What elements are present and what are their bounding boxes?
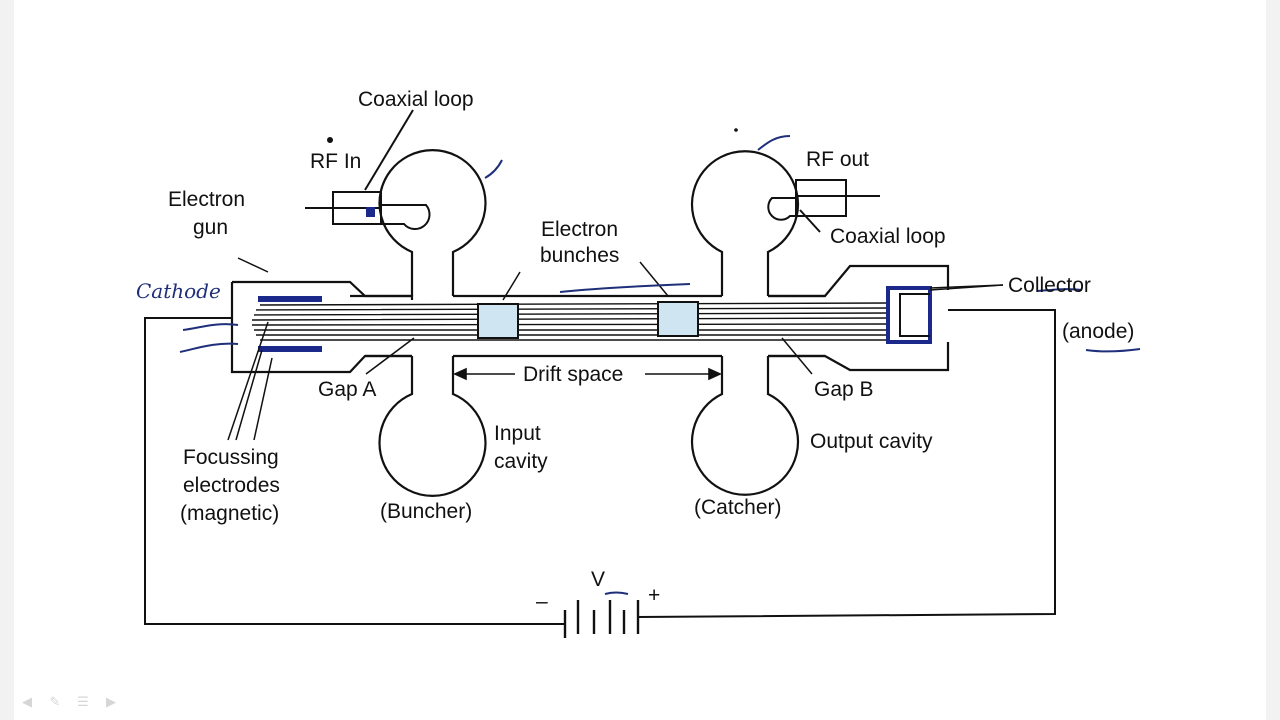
gap-a-label: Gap A — [318, 378, 376, 401]
collector-label: Collector — [1008, 274, 1091, 297]
magnetic-label: (magnetic) — [180, 502, 279, 525]
focussing-electrode-bottom — [258, 346, 322, 352]
leader-lines — [227, 257, 1004, 441]
input-cavity-label-2: cavity — [494, 450, 548, 473]
input-cavity-label-1: Input — [494, 422, 541, 445]
voltage-label: V — [591, 568, 605, 591]
coaxial-loop-in-label: Coaxial loop — [358, 88, 474, 111]
buncher-label: (Buncher) — [380, 500, 472, 523]
menu-icon[interactable]: ☰ — [77, 695, 89, 710]
drift-tube — [350, 264, 950, 372]
next-icon[interactable]: ▶ — [106, 695, 116, 710]
electron-bunch-2 — [657, 301, 699, 337]
pen-icon[interactable]: ✎ — [49, 695, 61, 710]
output-cavity-top — [690, 150, 800, 296]
collector — [886, 286, 932, 344]
drift-space-label: Drift space — [523, 363, 623, 386]
coaxial-loop-out-label: Coaxial loop — [830, 225, 946, 248]
slideshow-toolbar: ◀ ✎ ☰ ▶ — [20, 694, 118, 712]
battery — [563, 600, 640, 638]
handwritten-marks — [179, 135, 1141, 595]
output-cavity-bottom — [690, 356, 800, 496]
minus-sign: – — [536, 590, 548, 613]
electron-beam — [251, 302, 891, 341]
anode-label: (anode) — [1062, 320, 1134, 343]
electron-bunches-label-2: bunches — [540, 244, 619, 267]
focussing-label: Focussing — [183, 446, 279, 469]
electron-gun-label-1: Electron — [168, 188, 245, 211]
electron-bunches-label-1: Electron — [541, 218, 618, 241]
rf-in-label: RF In — [310, 150, 361, 173]
left-margin — [0, 0, 14, 720]
electron-gun-label-2: gun — [193, 216, 228, 239]
right-margin — [1266, 0, 1280, 720]
electrodes-label: electrodes — [183, 474, 280, 497]
input-cavity-bottom — [378, 356, 487, 497]
stray-dot — [327, 137, 333, 143]
coupling-probe-input — [366, 207, 375, 217]
coaxial-loop-output — [767, 179, 880, 233]
output-cavity-label: Output cavity — [810, 430, 933, 453]
electron-bunch-1 — [477, 303, 519, 339]
gap-b-label: Gap B — [814, 378, 874, 401]
focussing-electrode-top — [258, 296, 322, 302]
stray-dot — [734, 128, 738, 132]
rf-out-label: RF out — [806, 148, 869, 171]
cathode-handwritten-label: Cathode — [136, 279, 221, 303]
drift-space-arrow — [453, 367, 722, 381]
plus-sign: + — [648, 584, 660, 607]
catcher-label: (Catcher) — [694, 496, 782, 519]
prev-icon[interactable]: ◀ — [22, 695, 32, 710]
power-circuit — [144, 309, 1056, 625]
